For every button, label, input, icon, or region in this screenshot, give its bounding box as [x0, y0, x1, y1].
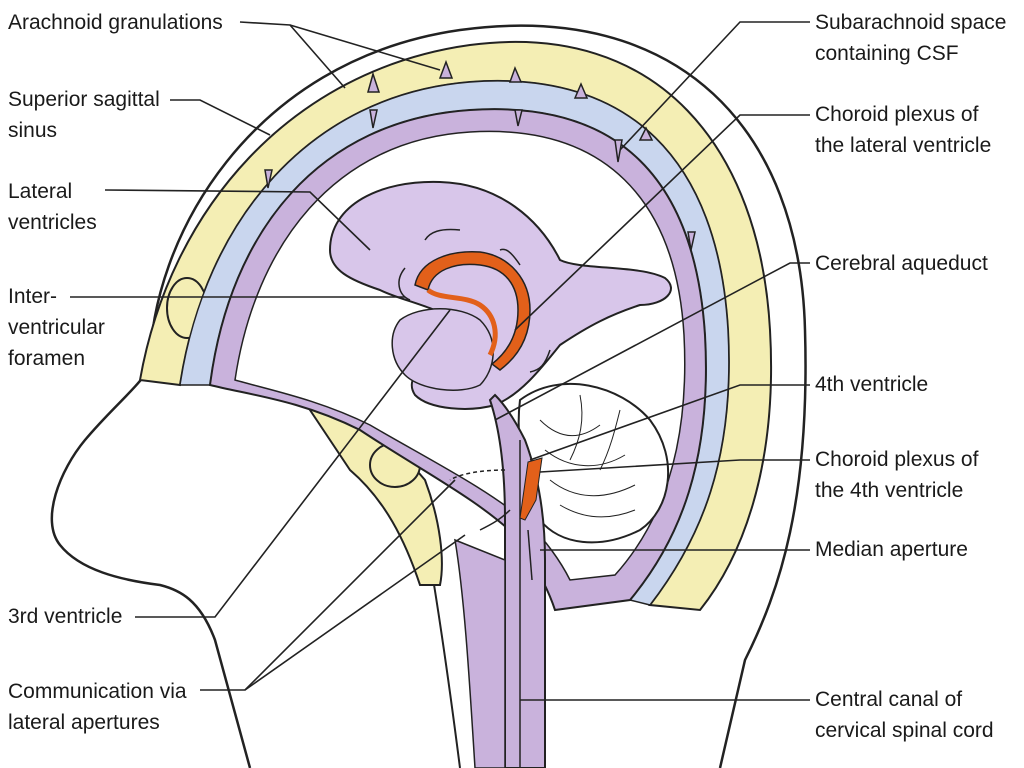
choroid-plexus-lateral-shape: [414, 251, 531, 371]
csf-flow-arrows: [398, 228, 551, 581]
label-superior-sagittal-sinus: Superior sagittal sinus: [8, 88, 160, 142]
choroid-plexus-inner: [426, 287, 498, 357]
label-third-ventricle: 3rd ventricle: [8, 605, 123, 628]
arachnoid-granulation-bumps: [264, 59, 696, 251]
head-outline: [148, 24, 807, 768]
neck-front: [429, 559, 461, 768]
spinal-subarachnoid: [454, 538, 506, 768]
label-interventricular-foramen: Inter- ventricular foramen: [8, 285, 105, 370]
label-arachnoid-granulations: Arachnoid granulations: [8, 11, 223, 34]
face-profile: [50, 367, 252, 768]
label-subarachnoid-space: Subarachnoid space containing CSF: [815, 11, 1007, 65]
choroid-plexus-fourth-shape: [519, 457, 543, 521]
leader-lines: [70, 21, 810, 701]
label-choroid-plexus-lateral: Choroid plexus of the lateral ventricle: [815, 103, 992, 157]
label-lateral-apertures: Communication via lateral apertures: [8, 680, 187, 734]
label-lateral-ventricles: Lateral ventricles: [8, 180, 97, 234]
label-choroid-plexus-fourth: Choroid plexus of the 4th ventricle: [815, 448, 979, 502]
label-fourth-ventricle: 4th ventricle: [815, 373, 929, 396]
third-ventricle: [391, 308, 494, 391]
label-median-aperture: Median aperture: [815, 538, 968, 561]
label-central-canal: Central canal of cervical spinal cord: [815, 688, 994, 742]
cerebellum-folia: [539, 394, 636, 518]
label-cerebral-aqueduct: Cerebral aqueduct: [815, 252, 988, 275]
